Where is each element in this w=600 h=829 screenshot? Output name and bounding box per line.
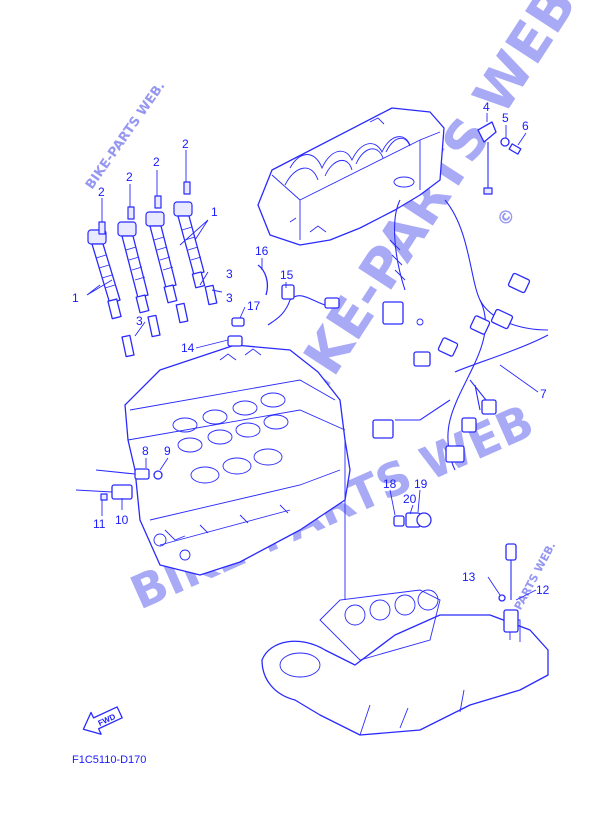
fwd-arrow: FWD — [82, 706, 123, 735]
sensor-right-middle — [393, 512, 432, 528]
diagram-code: F1C5110-D170 — [72, 754, 146, 766]
ignition-coil-1 — [87, 229, 122, 320]
callout-10: 10 — [115, 513, 129, 527]
wire-harness — [372, 199, 549, 471]
callout-15: 15 — [280, 268, 294, 282]
harness-bracket-bolts — [477, 121, 522, 195]
watermark-copyright: © — [493, 204, 521, 231]
callout-1-left: 1 — [72, 291, 79, 305]
callout-3-lower: 3 — [226, 291, 233, 305]
callout-1-right: 1 — [211, 205, 218, 219]
callout-9: 9 — [164, 444, 171, 458]
callout-12: 12 — [536, 583, 550, 597]
callout-2-a: 2 — [98, 185, 105, 199]
callout-16: 16 — [255, 244, 269, 258]
ignition-coil-4 — [173, 201, 206, 289]
callout-2-c: 2 — [153, 155, 160, 169]
callout-6: 6 — [522, 119, 529, 133]
callout-3-upper: 3 — [226, 267, 233, 281]
callout-5: 5 — [502, 111, 509, 125]
callout-2-b: 2 — [126, 170, 133, 184]
leader-lines — [86, 113, 539, 601]
callout-19: 19 — [414, 477, 428, 491]
callout-14: 14 — [181, 341, 195, 355]
callout-3-left: 3 — [136, 314, 143, 328]
callout-13: 13 — [462, 570, 476, 584]
callout-2-d: 2 — [182, 137, 189, 151]
intake-plenum — [257, 107, 445, 246]
ignition-coil-3 — [145, 211, 178, 304]
sensor-parts — [227, 264, 340, 347]
callout-7: 7 — [540, 387, 547, 401]
coil-bolts — [98, 181, 191, 235]
engine-block — [124, 344, 351, 576]
callout-11: 11 — [93, 517, 106, 531]
callout-8: 8 — [142, 444, 149, 458]
callout-18: 18 — [383, 477, 397, 491]
exhaust-manifold — [261, 543, 549, 736]
ignition-coil-2 — [117, 221, 150, 314]
callout-20: 20 — [403, 492, 417, 506]
callout-4: 4 — [483, 100, 490, 114]
callout-17: 17 — [247, 299, 261, 313]
